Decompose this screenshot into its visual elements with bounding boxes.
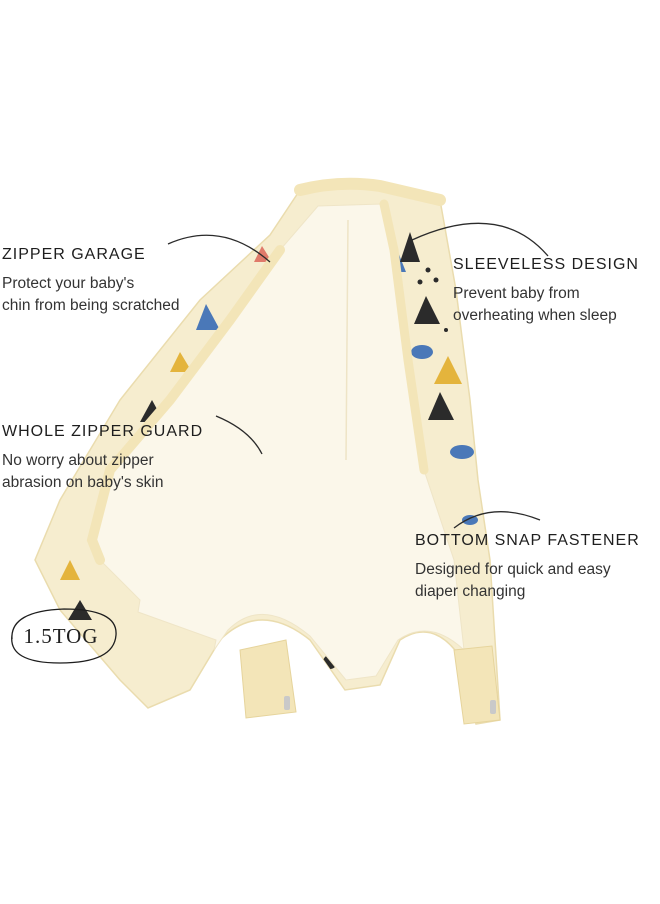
left-leg-cuff (239, 639, 297, 719)
callout-zipper-guard (215, 415, 263, 455)
callout-sleeveless (411, 222, 549, 257)
feature-title: BOTTOM SNAP FASTENER (415, 532, 640, 549)
feature-bottom-snap-fastener: BOTTOM SNAP FASTENER Designed for quick … (415, 532, 640, 603)
snap-fastener-icons (284, 696, 496, 714)
feature-whole-zipper-guard: WHOLE ZIPPER GUARD No worry about zipper… (2, 423, 203, 494)
feature-desc-line2: diaper changing (415, 583, 526, 600)
callout-zipper-garage (167, 234, 271, 263)
neck-binding (294, 177, 446, 206)
armhole-binding (379, 199, 429, 475)
inner-lining (91, 203, 465, 681)
feature-desc-line1: Designed for quick and easy (415, 561, 611, 578)
feature-zipper-garage: ZIPPER GARAGE Protect your baby's chin f… (2, 246, 179, 317)
feature-title: WHOLE ZIPPER GUARD (2, 423, 204, 440)
center-fold-line (345, 219, 349, 461)
feature-sleeveless-design: SLEEVELESS DESIGN Prevent baby from over… (453, 256, 639, 327)
zipper-guard-binding (86, 245, 285, 565)
feature-desc-line2: overheating when sleep (453, 307, 617, 324)
tog-rating-badge: 1.5TOG (2, 605, 120, 667)
feature-desc-line1: Prevent baby from (453, 285, 580, 302)
feature-title: SLEEVELESS DESIGN (453, 256, 639, 273)
feature-desc-line1: Protect your baby's (2, 275, 135, 292)
feature-desc-line2: abrasion on baby's skin (2, 474, 164, 491)
feature-desc-line1: No worry about zipper (2, 452, 154, 469)
tog-oval-outline (11, 608, 117, 664)
feature-title: ZIPPER GARAGE (2, 246, 146, 263)
feature-desc-line2: chin from being scratched (2, 297, 180, 314)
tog-rating-text: 1.5TOG (23, 624, 99, 648)
right-leg-cuff (453, 645, 501, 725)
callout-snap-fastener (453, 511, 541, 529)
